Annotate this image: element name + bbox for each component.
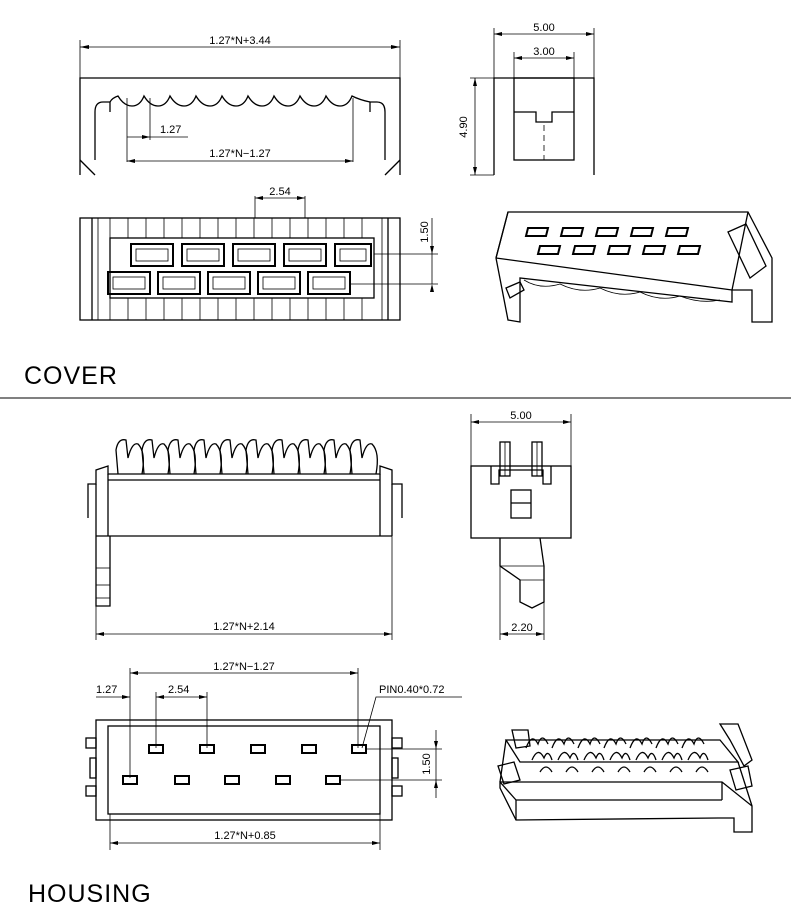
dim-housing-tail: 2.20 xyxy=(511,622,532,634)
housing-side-view: 5.00 2.20 xyxy=(470,410,572,640)
cover-top-view: 2.54 xyxy=(79,186,438,321)
cover-front-view: 1.27*N+3.44 1.27 1.27*N−1.27 xyxy=(79,35,401,176)
dim-housing-length: 1.27*N+2.14 xyxy=(213,621,274,633)
dim-housing-span: 1.27*N−1.27 xyxy=(213,661,274,673)
housing-top-view: 1.27*N−1.27 1.27 2.54 PIN0.40*0.72 xyxy=(85,661,462,850)
dim-cover-pitch: 1.27 xyxy=(160,124,181,136)
housing-contacts xyxy=(115,439,378,475)
housing-pins-bottom-row xyxy=(122,775,341,785)
cover-slots-bottom-row xyxy=(107,271,351,295)
section-title-cover: COVER xyxy=(24,362,118,390)
dim-housing-row-offset: 1.50 xyxy=(421,753,433,774)
housing-front-view: 1.27*N+2.14 xyxy=(87,439,403,640)
dim-cover-span: 1.27*N−1.27 xyxy=(209,148,270,160)
dim-housing-bottom-width: 1.27*N+0.85 xyxy=(214,830,275,842)
dim-cover-row-offset: 1.50 xyxy=(419,221,431,242)
cover-isometric-view xyxy=(495,211,773,323)
dim-cover-overall-width: 1.27*N+3.44 xyxy=(209,35,270,47)
dim-housing-pitch: 1.27 xyxy=(96,684,117,696)
dim-cover-side-width: 5.00 xyxy=(533,22,554,34)
housing-isometric-view xyxy=(497,723,753,833)
cover-slots-top-row xyxy=(130,243,372,267)
housing-iso-contacts xyxy=(525,737,709,773)
dim-housing-side-width: 5.00 xyxy=(510,410,531,422)
dim-cover-row-pitch: 2.54 xyxy=(269,186,290,198)
dim-cover-side-height: 4.90 xyxy=(458,116,470,137)
section-title-housing: HOUSING xyxy=(28,880,152,908)
housing-pins-top-row xyxy=(148,744,367,754)
dim-housing-row-pitch: 2.54 xyxy=(168,684,189,696)
dim-cover-side-inner: 3.00 xyxy=(533,46,554,58)
dim-housing-pin: PIN0.40*0.72 xyxy=(379,684,444,696)
cover-side-view: 5.00 3.00 4.90 xyxy=(458,22,595,176)
cover-iso-slots xyxy=(524,227,702,255)
